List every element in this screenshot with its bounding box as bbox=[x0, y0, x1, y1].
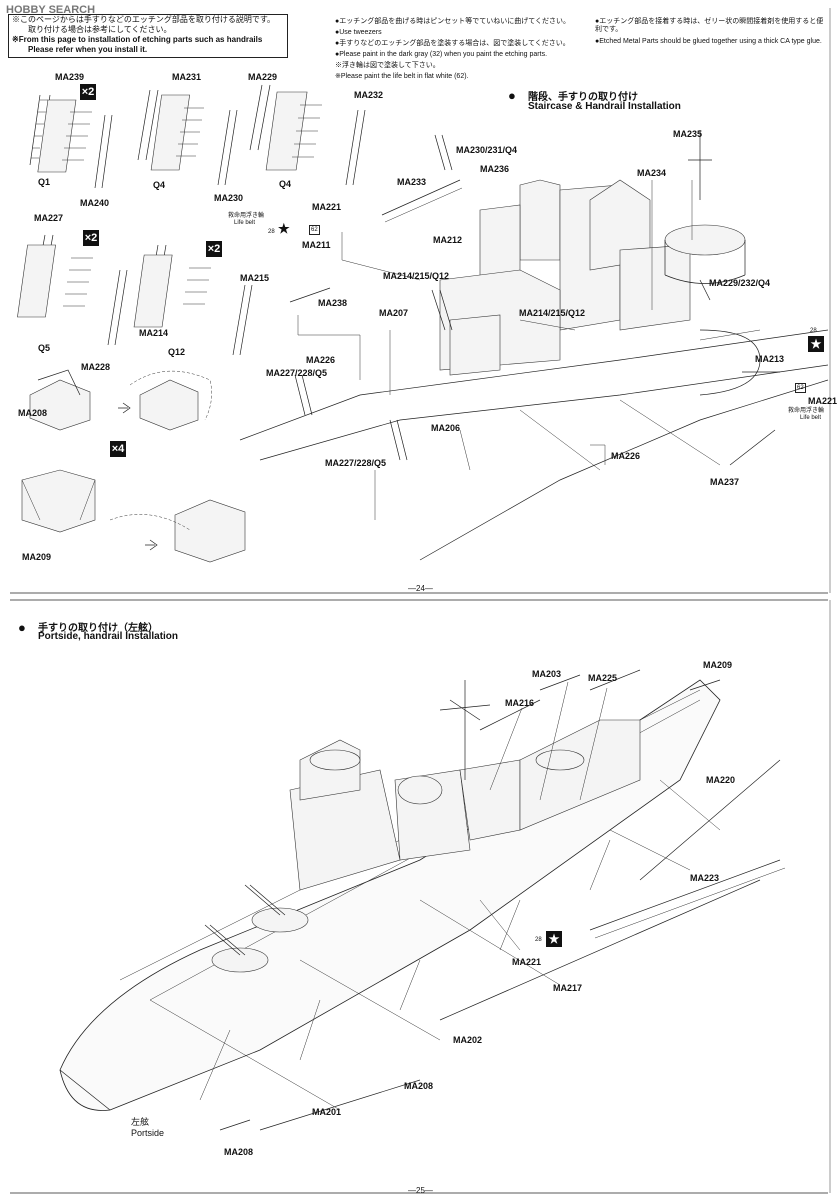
tip-paint-en: ●Please paint in the dark gray (32) when… bbox=[335, 51, 548, 58]
paint-code: 62 bbox=[795, 383, 806, 393]
label-ma208: MA208 bbox=[224, 1147, 254, 1157]
label-ma223: MA223 bbox=[690, 873, 720, 883]
label-ma237: MA237 bbox=[710, 477, 740, 487]
label-ma209: MA209 bbox=[703, 660, 733, 670]
paint-code: 28 bbox=[810, 328, 817, 334]
label-ma238: MA238 bbox=[318, 298, 348, 308]
tip-lifebelt-ja: ※浮き輪は図で塗装して下さい。 bbox=[335, 62, 440, 69]
section2-title-en: Portside, handrail Installation bbox=[38, 631, 179, 642]
lifebelt-label-ja: 救命用浮き輪 bbox=[788, 408, 825, 414]
tip-lifebelt-en: ※Please paint the life belt in flat whit… bbox=[335, 73, 469, 80]
label-ma215: MA215 bbox=[240, 273, 270, 283]
stair-parts-group bbox=[17, 84, 366, 563]
label-ma214-215-q12: MA214/215/Q12 bbox=[519, 308, 586, 318]
label-q4: Q4 bbox=[153, 180, 166, 190]
qty-badge: ×2 bbox=[83, 230, 99, 246]
bullet-icon: ● bbox=[508, 88, 516, 103]
label-q1: Q1 bbox=[38, 177, 51, 187]
label-ma220: MA220 bbox=[706, 775, 736, 785]
label-ma213: MA213 bbox=[755, 354, 785, 364]
tip-glue-ja: ●エッチング部品を接着する時は、ゼリー状の瞬間接着剤を使用すると便利です。 bbox=[595, 18, 824, 33]
qty-badge: ×2 bbox=[206, 241, 222, 257]
lifebelt-label-en: Life belt bbox=[800, 415, 822, 421]
star-icon: ★ bbox=[278, 221, 290, 236]
label-ma230-231-q4: MA230/231/Q4 bbox=[456, 145, 518, 155]
tip-paint-ja: ●手すりなどのエッチング部品を塗装する場合は、図で塗装してください。 bbox=[335, 40, 570, 47]
label-ma227-228-q5: MA227/228/Q5 bbox=[266, 368, 328, 378]
label-ma225: MA225 bbox=[588, 673, 618, 683]
label-ma211: MA211 bbox=[302, 240, 331, 250]
portside-label-ja: 左舷 bbox=[131, 1117, 150, 1127]
intro-note-en-2: Please refer when you install it. bbox=[28, 45, 148, 54]
tip-bend-ja: ●エッチング部品を曲げる時はピンセット等でていねいに曲げてください。 bbox=[335, 18, 571, 25]
section1-title-ja: 階段、手すりの取り付け bbox=[528, 92, 638, 103]
superstructure-drawing bbox=[239, 130, 829, 561]
label-ma221: MA221 bbox=[312, 202, 342, 212]
label-ma232: MA232 bbox=[354, 90, 384, 100]
label-ma221: MA221 bbox=[512, 957, 542, 967]
label-ma208: MA208 bbox=[18, 408, 48, 418]
page-number: —24— bbox=[408, 584, 433, 593]
label-ma235: MA235 bbox=[673, 129, 703, 139]
label-ma207: MA207 bbox=[379, 308, 409, 318]
label-ma229: MA229 bbox=[248, 72, 278, 82]
intro-note-ja-2: 取り付ける場合は参考にしてください。 bbox=[28, 25, 172, 34]
lifebelt-label-en: Life belt bbox=[234, 220, 256, 226]
label-q4: Q4 bbox=[279, 179, 292, 189]
label-ma233: MA233 bbox=[397, 177, 427, 187]
label-ma209: MA209 bbox=[22, 552, 52, 562]
label-ma212: MA212 bbox=[433, 235, 463, 245]
intro-note-en-1: ※From this page to installation of etchi… bbox=[12, 35, 263, 44]
watermark: HOBBY SEARCH bbox=[6, 4, 96, 16]
label-ma234: MA234 bbox=[637, 168, 667, 178]
label-ma227: MA227 bbox=[34, 213, 64, 223]
ship-hull-drawing bbox=[59, 669, 786, 1131]
paint-code: 62 bbox=[309, 225, 320, 235]
intro-note-box bbox=[8, 14, 288, 58]
label-ma226: MA226 bbox=[611, 451, 641, 461]
label-ma221: MA221 bbox=[808, 396, 838, 406]
label-ma236: MA236 bbox=[480, 164, 510, 174]
label-ma208: MA208 bbox=[404, 1081, 434, 1091]
label-ma214: MA214 bbox=[139, 328, 169, 338]
page-number: —25— bbox=[408, 1186, 433, 1195]
label-ma216: MA216 bbox=[505, 698, 535, 708]
qty-badge: ×4 bbox=[110, 441, 126, 457]
lifebelt-label-ja: 救命用浮き輪 bbox=[228, 213, 265, 219]
label-ma240: MA240 bbox=[80, 198, 110, 208]
paint-code: 28 bbox=[268, 229, 275, 235]
label-ma206: MA206 bbox=[431, 423, 461, 433]
label-ma231: MA231 bbox=[172, 72, 202, 82]
label-ma226: MA226 bbox=[306, 355, 336, 365]
label-q12: Q12 bbox=[168, 347, 186, 357]
label-ma228: MA228 bbox=[81, 362, 111, 372]
label-q5: Q5 bbox=[38, 343, 51, 353]
label-ma201: MA201 bbox=[312, 1107, 342, 1117]
tip-glue-en: ●Etched Metal Parts should be glued toge… bbox=[595, 38, 822, 45]
intro-note-ja-1: ※このページからは手すりなどのエッチング部品を取り付ける説明です。 bbox=[12, 15, 276, 24]
section2-title-ja: 手すりの取り付け（左舷） bbox=[38, 623, 158, 634]
label-ma202: MA202 bbox=[453, 1035, 483, 1045]
label-ma217: MA217 bbox=[553, 983, 583, 993]
label-ma230: MA230 bbox=[214, 193, 244, 203]
qty-badge: ×2 bbox=[80, 84, 96, 100]
star-icon: ★ bbox=[808, 336, 824, 352]
portside-label-en: Portside bbox=[131, 1128, 165, 1138]
paint-code: 28 bbox=[535, 937, 542, 943]
label-ma229-232-q4: MA229/232/Q4 bbox=[709, 278, 771, 288]
tip-bend-en: ●Use tweezers bbox=[335, 29, 382, 36]
star-icon: ★ bbox=[546, 931, 562, 947]
label-ma239: MA239 bbox=[55, 72, 85, 82]
label-ma214-215-q12: MA214/215/Q12 bbox=[383, 271, 450, 281]
label-ma203: MA203 bbox=[532, 669, 562, 679]
bullet-icon: ● bbox=[18, 620, 26, 635]
section1-title-en: Staircase & Handrail Installation bbox=[528, 101, 681, 112]
label-ma227-228-q5: MA227/228/Q5 bbox=[325, 458, 387, 468]
